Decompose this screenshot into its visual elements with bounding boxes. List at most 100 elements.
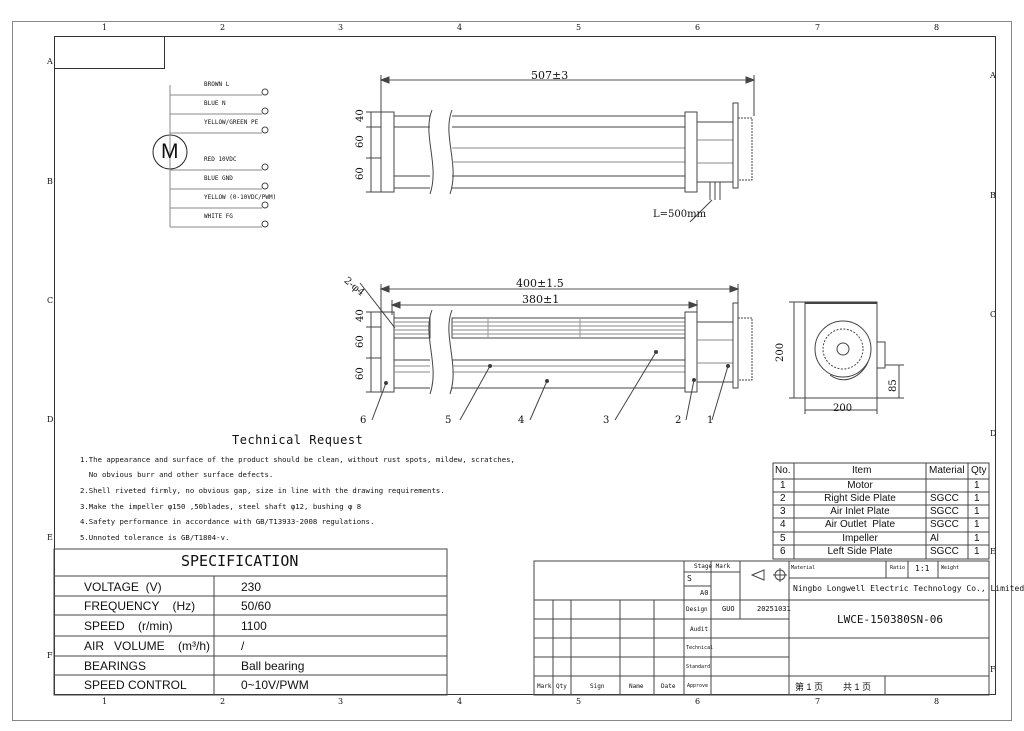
bom-no: 3: [780, 506, 786, 517]
grid-col-bottom: 4: [457, 697, 463, 706]
bom-no: 4: [780, 519, 786, 530]
bom-header-cell: Qty: [971, 465, 987, 476]
spec-label: AIR VOLUME (m³/h): [84, 639, 211, 653]
wire-label: YELLOW (0-10VDC/PWM): [204, 194, 277, 201]
side-view: [789, 301, 904, 414]
wire-label: RED 10VDC: [204, 156, 237, 163]
spec-label: BEARINGS: [84, 659, 147, 673]
spec-value: 1100: [241, 619, 267, 633]
bom-header-cell: Item: [852, 465, 872, 476]
side-height: 200: [775, 342, 786, 362]
title-block-header-cell: Mark: [537, 683, 552, 690]
callout-number: 5: [445, 415, 452, 426]
technical-request-line: 5.Unnoted tolerance is GB/T1804-v.: [80, 533, 230, 542]
front-dim-60b: 60: [355, 367, 366, 380]
grid-row-left: B: [47, 177, 53, 186]
wire-label: BLUE N: [204, 100, 226, 107]
bom-header-cell: No.: [775, 465, 791, 476]
grid-col-top: 7: [815, 23, 821, 32]
grid-row-right: E: [990, 547, 996, 556]
top-view: [366, 75, 756, 223]
cable-length-note: L=500mm: [653, 209, 707, 220]
spec-label: VOLTAGE (V): [84, 580, 162, 594]
callout-number: 2: [675, 415, 682, 426]
specification-table-grid: [53, 548, 448, 696]
grid-col-top: 2: [220, 23, 226, 32]
design-label: Design: [686, 606, 708, 613]
spec-label: FREQUENCY (Hz): [84, 599, 196, 613]
grid-row-right: D: [990, 429, 997, 438]
technical-label: Technical: [686, 645, 714, 651]
spec-label: SPEED CONTROL: [84, 678, 187, 692]
grid-row-right: A: [990, 71, 996, 80]
callout-number: 3: [603, 415, 610, 426]
front-outer-dimension: 400±1.5: [516, 277, 564, 290]
grid-col-top: 5: [576, 23, 582, 32]
bom-material: Al: [930, 533, 939, 544]
title-block-grid: [533, 560, 990, 696]
spec-value: /: [241, 639, 245, 653]
title-block-header-cell: Qty: [556, 683, 567, 690]
grid-col-bottom: 7: [815, 697, 821, 706]
grid-row-left: C: [47, 296, 54, 305]
grid-col-top: 6: [695, 23, 701, 32]
wire-label: BLUE GND: [204, 175, 233, 182]
ratio-label: Ratio: [890, 565, 906, 571]
bom-material: SGCC: [930, 519, 959, 530]
bom-material: SGCC: [930, 493, 959, 504]
grid-col-bottom: 5: [576, 697, 582, 706]
wire-label: WHITE FG: [204, 213, 233, 220]
technical-request-line: 2.Shell riveted firmly, no obvious gap, …: [80, 486, 445, 495]
company-name: Ningbo Longwell Electric Technology Co.,…: [793, 584, 1024, 593]
wiring-diagram: [152, 85, 269, 228]
spec-label: SPEED (r/min): [84, 619, 173, 633]
grid-col-bottom: 8: [934, 697, 940, 706]
side-width: 200: [833, 403, 853, 414]
front-view: [359, 282, 753, 421]
standard-label: Standard: [686, 664, 711, 670]
grid-row-left: A: [47, 57, 53, 66]
bom-header-cell: Material: [929, 465, 965, 476]
title-block-header-cell: Date: [661, 683, 676, 690]
design-date: 20251031: [757, 605, 791, 613]
designer-name: GUO: [722, 605, 735, 613]
grid-col-bottom: 6: [695, 697, 701, 706]
stage-a0: A0: [700, 589, 709, 597]
bom-qty: 1: [974, 493, 980, 504]
bom-item: Right Side Plate: [824, 493, 896, 504]
approve-label: Approve: [687, 683, 709, 689]
outer-frame: [12, 21, 1012, 721]
grid-col-top: 4: [457, 23, 463, 32]
bom-table-grid: [772, 462, 990, 560]
corner-box: [54, 36, 165, 69]
front-inner-dimension: 380±1: [522, 293, 560, 306]
callout-number: 6: [360, 415, 367, 426]
bom-item: Air Outlet Plate: [824, 519, 896, 530]
wire-label: BROWN L: [204, 81, 230, 88]
spec-value: 0~10V/PWM: [241, 678, 309, 692]
inner-frame: [54, 36, 996, 695]
bom-item: Impeller: [842, 533, 878, 544]
bom-no: 1: [780, 480, 786, 491]
title-block-header-cell: Name: [629, 683, 644, 690]
motor-label: M: [161, 140, 179, 163]
bom-item: Motor: [847, 480, 873, 491]
grid-col-bottom: 2: [220, 697, 226, 706]
sheet-total: 共 1 页: [843, 682, 872, 692]
weight-label: Weight: [941, 565, 960, 571]
grid-row-right: F: [990, 665, 996, 674]
grid-row-left: D: [47, 415, 54, 424]
technical-request-line: 1.The appearance and surface of the prod…: [80, 455, 515, 464]
bom-item: Left Side Plate: [827, 546, 893, 557]
top-dim-40: 40: [355, 109, 366, 122]
spec-value: Ball bearing: [241, 659, 305, 673]
part-number: LWCE-150380SN-06: [837, 613, 943, 626]
ratio-value: 1:1: [915, 564, 930, 573]
bom-no: 5: [780, 533, 786, 544]
grid-row-left: F: [47, 651, 53, 660]
grid-row-right: C: [990, 310, 997, 319]
grid-row-left: E: [47, 533, 53, 542]
spec-value: 230: [241, 580, 262, 594]
